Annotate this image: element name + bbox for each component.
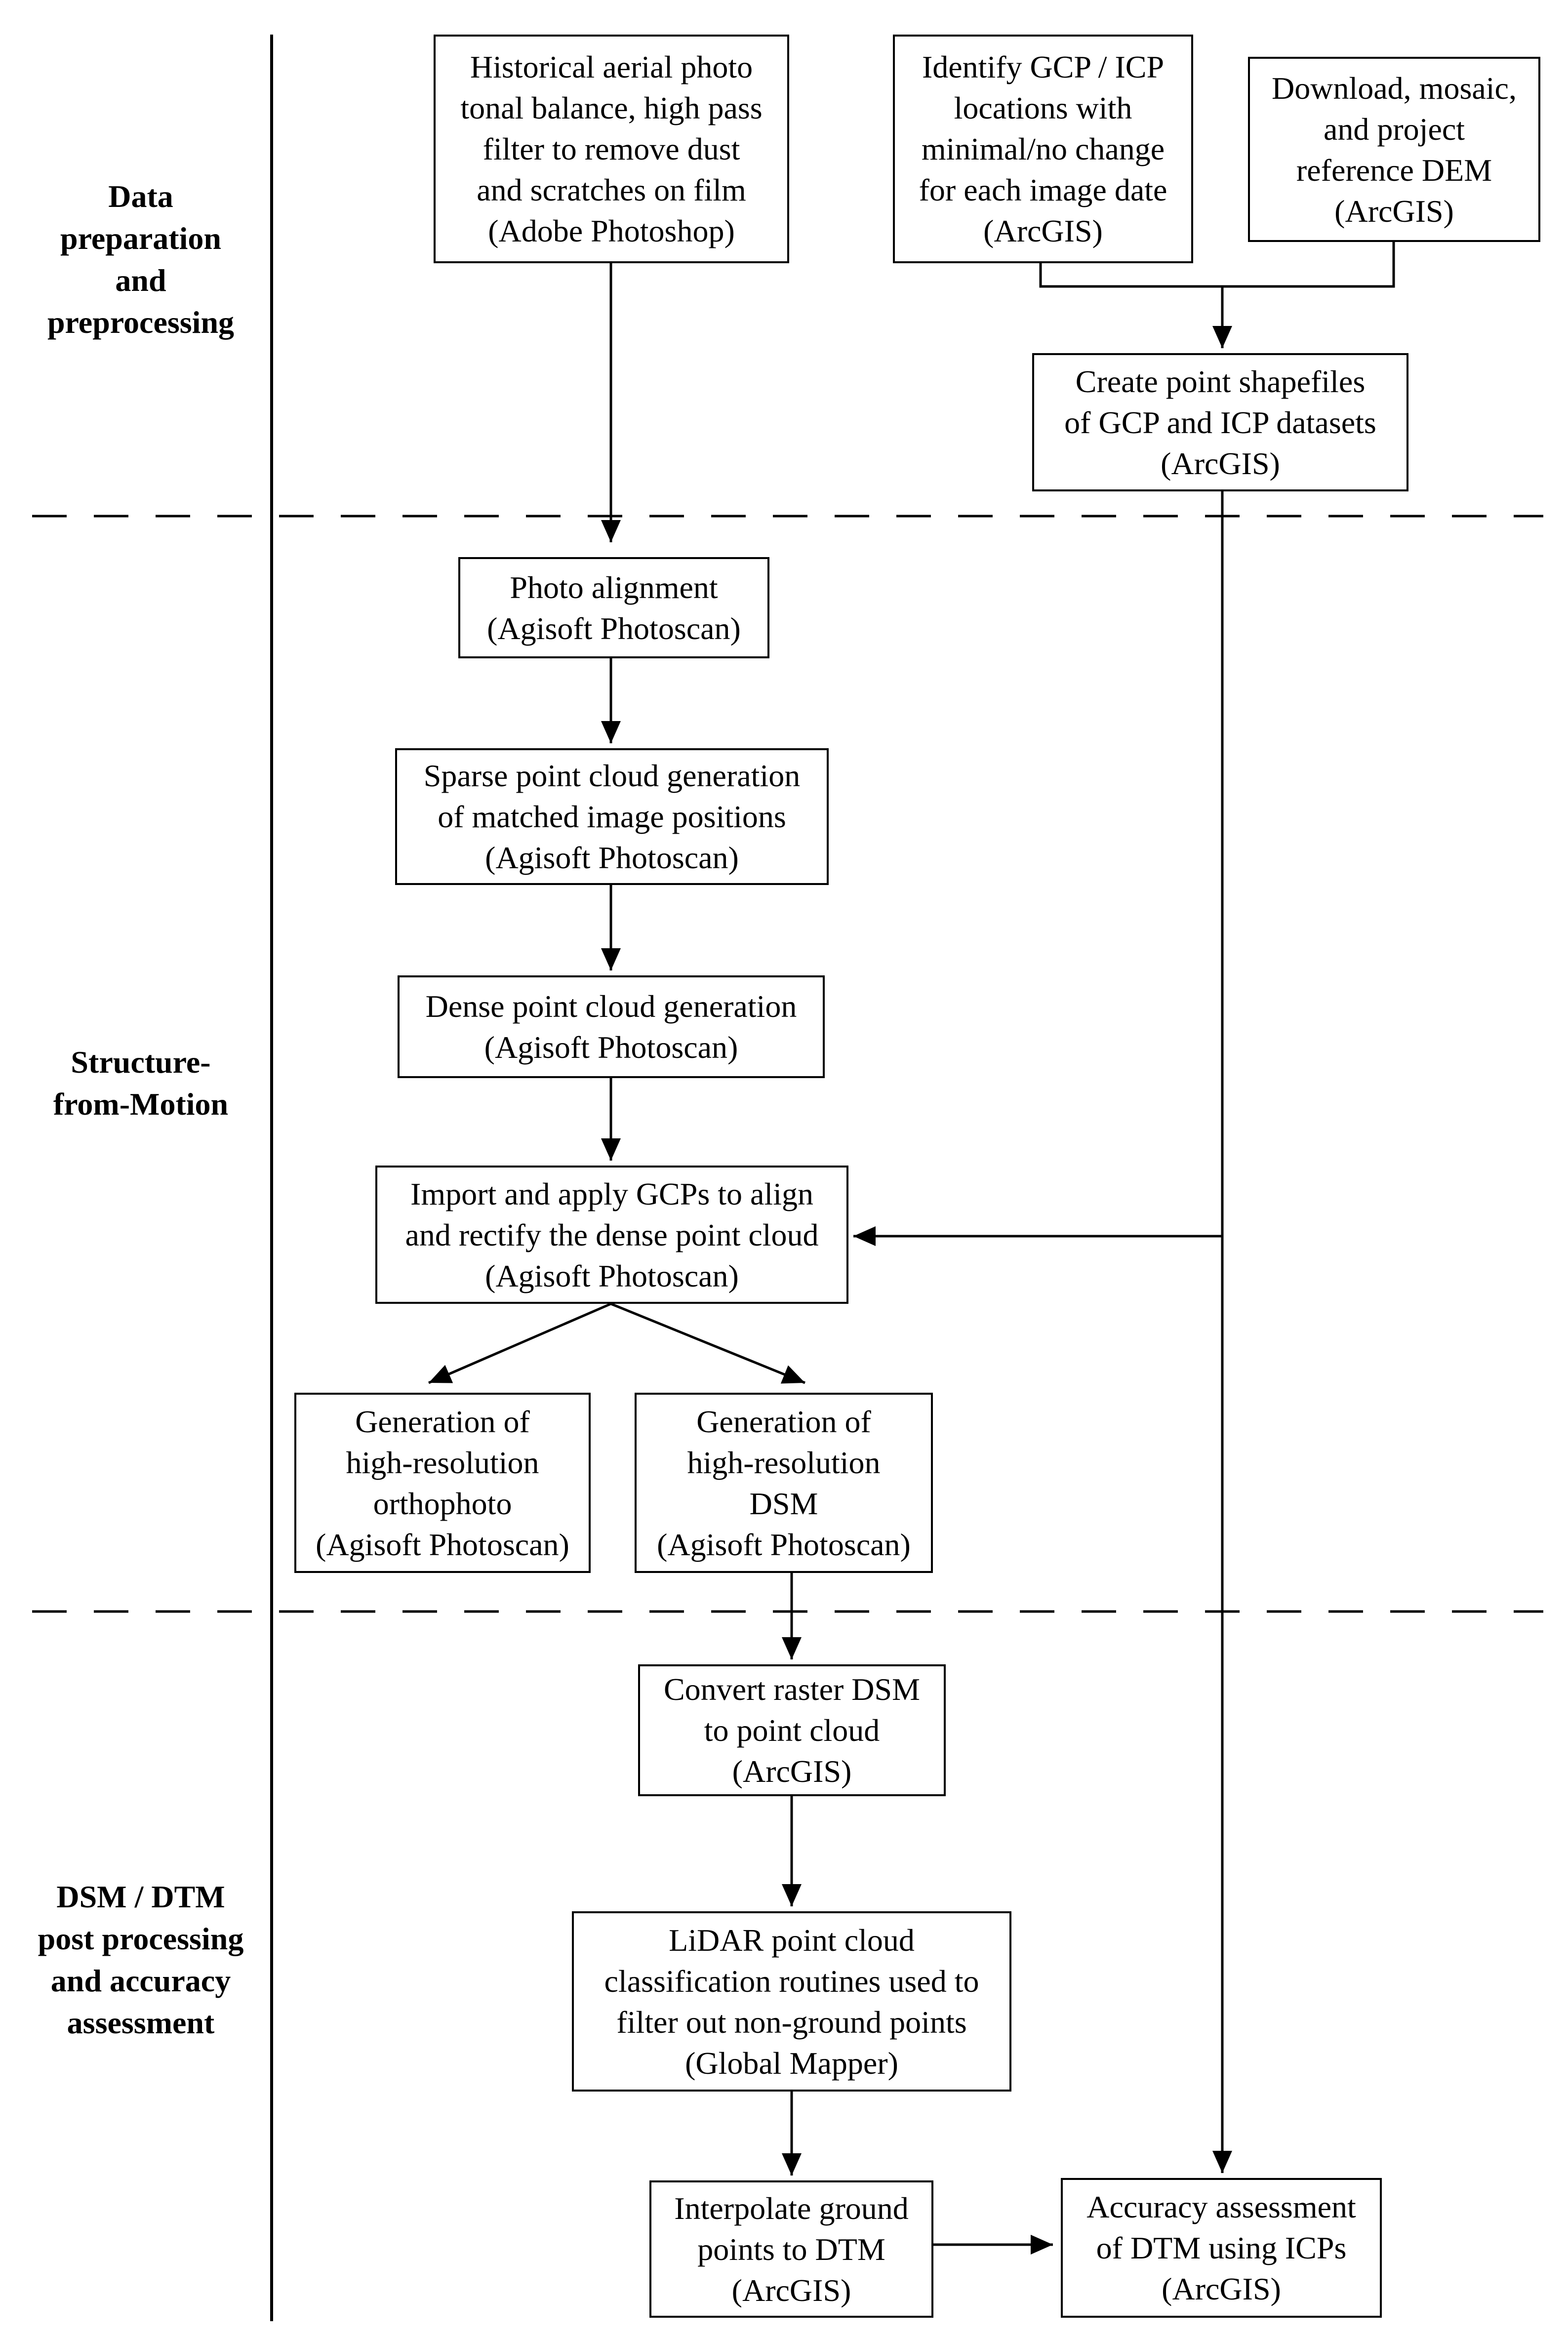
node-line: Sparse point cloud generation [423,758,801,793]
node-line: for each image date [919,172,1167,207]
node-line: (Agisoft Photoscan) [316,1527,569,1562]
node-line: of matched image positions [438,799,786,834]
node-line: (Adobe Photoshop) [488,213,735,248]
node-line: high-resolution [687,1445,881,1480]
node-line: and project [1323,111,1465,147]
node-interpolate-dtm: Interpolate ground points to DTM (ArcGIS… [649,2180,933,2318]
node-line: Generation of [696,1404,871,1439]
node-line: Dense point cloud generation [425,989,797,1024]
stage-label-sfm: Structure- from-Motion [20,1041,262,1125]
node-create-point-shapefiles: Create point shapefiles of GCP and ICP d… [1032,353,1408,491]
node-line: Identify GCP / ICP [922,49,1165,84]
node-line: Create point shapefiles [1075,363,1366,399]
node-line: classification routines used to [604,1963,979,1999]
node-line: (Agisoft Photoscan) [485,1258,739,1293]
node-line: (ArcGIS) [983,213,1103,248]
stage-label-line: Data [108,179,173,214]
node-line: Accuracy assessment [1086,2189,1356,2224]
node-line: Convert raster DSM [663,1672,921,1707]
node-line: to point cloud [704,1713,880,1748]
node-line: minimal/no change [921,131,1165,166]
node-lidar-classification: LiDAR point cloud classification routine… [572,1911,1011,2092]
node-line: and scratches on film [477,172,746,207]
stage-label-line: preprocessing [47,305,235,340]
node-line: filter to remove dust [482,131,740,166]
node-dense-point-cloud: Dense point cloud generation (Agisoft Ph… [398,975,825,1078]
node-line: (Agisoft Photoscan) [484,1030,738,1065]
node-historical-photo-preprocessing: Historical aerial photo tonal balance, h… [434,35,789,263]
stage-label-post: DSM / DTM post processing and accuracy a… [20,1876,262,2044]
node-photo-alignment: Photo alignment (Agisoft Photoscan) [458,557,769,658]
node-line: of DTM using ICPs [1096,2230,1347,2265]
node-line: locations with [954,90,1132,125]
stage-label-line: and [115,263,166,298]
node-line: LiDAR point cloud [669,1922,915,1958]
node-generate-orthophoto: Generation of high-resolution orthophoto… [294,1393,591,1573]
node-line: filter out non-ground points [616,2004,967,2040]
node-line: of GCP and ICP datasets [1064,404,1376,440]
stage-label-line: from-Motion [53,1087,229,1122]
node-line: (ArcGIS) [1162,2271,1281,2306]
stage-label-line: post processing [38,1921,244,1956]
stage-label-line: DSM / DTM [56,1879,225,1914]
node-line: Photo alignment [510,569,718,605]
node-line: (ArcGIS) [1161,445,1280,481]
node-line: tonal balance, high pass [460,90,763,125]
edge-identify-gcp-merge [1039,262,1222,288]
node-line: (Global Mapper) [685,2045,898,2081]
node-sparse-point-cloud: Sparse point cloud generation of matched… [395,748,829,885]
node-line: and rectify the dense point cloud [405,1217,819,1252]
node-generate-dsm: Generation of high-resolution DSM (Agiso… [635,1393,933,1573]
node-line: (ArcGIS) [731,2272,851,2308]
stage-label-line: assessment [67,2005,215,2040]
node-line: (ArcGIS) [732,1754,852,1789]
node-line: (Agisoft Photoscan) [487,610,741,646]
node-line: reference DEM [1296,152,1492,188]
node-line: (Agisoft Photoscan) [657,1527,911,1562]
node-identify-gcp-icp: Identify GCP / ICP locations with minima… [893,35,1193,263]
edge-import-to-orthophoto [428,1302,611,1384]
node-line: orthophoto [373,1486,512,1521]
node-line: Download, mosaic, [1272,70,1517,106]
node-line: high-resolution [346,1445,539,1480]
node-import-apply-gcps: Import and apply GCPs to align and recti… [375,1166,848,1304]
node-accuracy-assessment: Accuracy assessment of DTM using ICPs (A… [1061,2178,1382,2318]
node-line: Historical aerial photo [470,49,753,84]
stage-label-line: Structure- [71,1045,211,1080]
node-download-reference-dem: Download, mosaic, and project reference … [1248,57,1540,242]
node-line: Generation of [355,1404,530,1439]
node-line: Import and apply GCPs to align [410,1176,813,1211]
stage-label-prep: Data preparation and preprocessing [20,175,262,343]
node-line: DSM [749,1486,818,1521]
edge-download-dem-merge [1222,242,1395,288]
node-line: (Agisoft Photoscan) [485,840,739,875]
edge-import-to-dsm [610,1302,805,1384]
stage-label-line: and accuracy [50,1963,231,1998]
node-line: (ArcGIS) [1334,193,1454,229]
node-line: points to DTM [697,2231,885,2267]
stage-label-line: preparation [60,221,221,256]
node-convert-raster-dsm: Convert raster DSM to point cloud (ArcGI… [638,1664,946,1796]
node-line: Interpolate ground [674,2190,909,2226]
